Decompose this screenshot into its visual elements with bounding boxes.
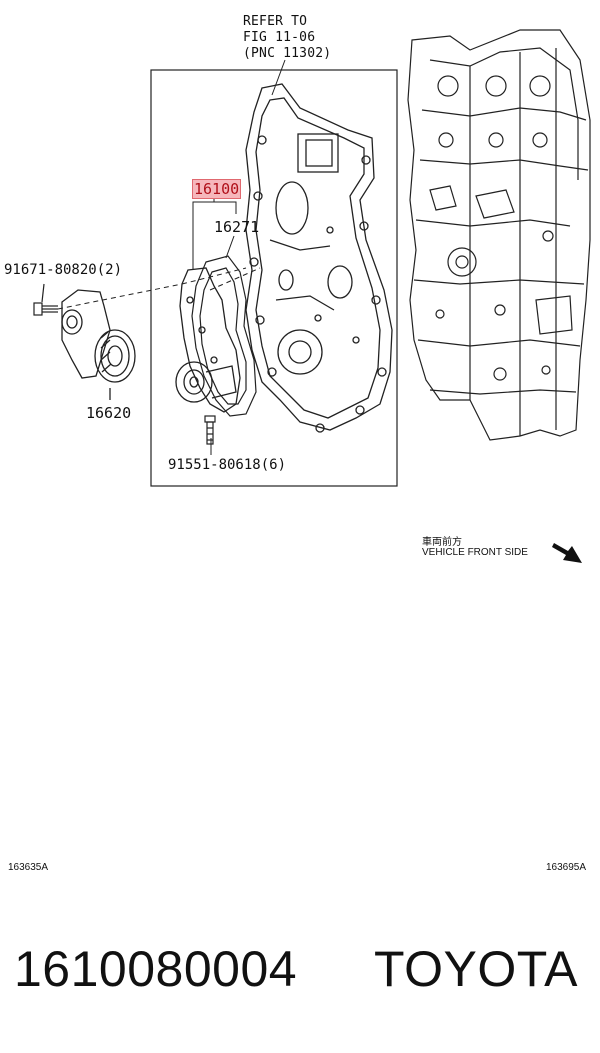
belt-tensioner [61, 289, 136, 400]
direction-label-japanese: 車両前方 [422, 537, 462, 548]
timing-chain-cover [245, 83, 393, 433]
reference-note: REFER TO FIG 11-06 (PNC 11302) [243, 14, 331, 62]
callout-16271[interactable]: 16271 [214, 218, 260, 236]
upper-bolt [33, 283, 58, 316]
callout-16100-highlighted[interactable]: 16100 [192, 179, 242, 199]
engine-block [407, 29, 591, 441]
callout-lower-bolt[interactable]: 91551-80618(6) [168, 457, 287, 473]
callout-16620[interactable]: 16620 [86, 404, 132, 422]
assembly-frame [150, 69, 398, 487]
alignment-lines [57, 267, 261, 310]
reference-line-2: FIG 11-06 [243, 30, 316, 45]
front-direction-arrow-icon [552, 543, 582, 563]
reference-line-3: (PNC 11302) [243, 46, 332, 61]
caption-brand: TOYOTA [374, 941, 578, 997]
illustration-code-right: 163695A [546, 862, 587, 873]
direction-label-english: VEHICLE FRONT SIDE [422, 547, 528, 558]
reference-leader [271, 59, 286, 96]
caption-part-number: 1610080004 [14, 941, 298, 997]
callout-brackets [192, 197, 237, 455]
illustration-code-left: 163635A [8, 862, 49, 873]
callout-upper-bolt[interactable]: 91671-80820(2) [4, 262, 123, 278]
pump-gasket [191, 255, 257, 417]
lower-bolt [204, 415, 216, 445]
reference-line-1: REFER TO [243, 14, 308, 29]
water-pump [175, 267, 241, 413]
